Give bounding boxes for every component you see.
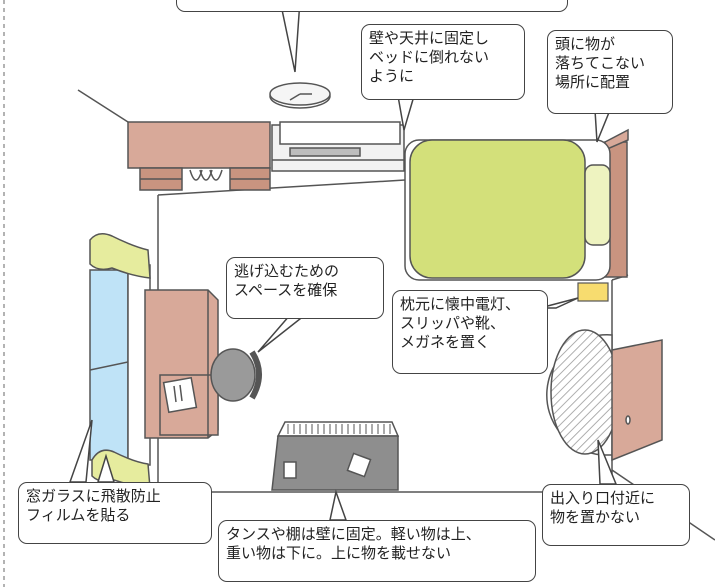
flashlight-icon xyxy=(577,282,609,302)
callout-bedside: 枕元に懐中電灯、 スリッパや靴、 メガネを置く xyxy=(392,290,548,374)
desk-paper xyxy=(162,376,198,414)
pillow xyxy=(584,164,611,246)
callout-head-safe-line-1: 頭に物が xyxy=(555,35,616,53)
callout-fix-wall-line-3: ように xyxy=(369,67,415,85)
wall-shelf xyxy=(127,121,271,191)
chest-of-drawers xyxy=(271,421,400,491)
callout-fix-wall-line-1: 壁や天井に固定し xyxy=(369,29,490,47)
window xyxy=(89,233,151,489)
callout-furniture: タンスや棚は壁に固定。軽い物は上、 重い物は下に。上に物を載せない xyxy=(218,520,536,582)
callout-window-line-2: フィルムを貼る xyxy=(26,506,131,524)
callout-escape-space-line-2: スペースを確保 xyxy=(234,281,338,299)
clock-icon xyxy=(269,82,331,109)
curtain-top xyxy=(89,233,151,279)
air-conditioner xyxy=(271,121,405,172)
door xyxy=(546,329,663,462)
callout-head-safe-line-3: 場所に配置 xyxy=(555,73,631,91)
top-callout-box xyxy=(176,0,568,12)
callout-head-safe-line-2: 落ちてこない xyxy=(555,54,646,72)
callout-furniture-line-2: 重い物は下に。上に物を載せない xyxy=(226,544,452,562)
callout-exit: 出入り口付近に 物を置かない xyxy=(542,484,690,546)
window-glass xyxy=(89,269,129,461)
callout-head-safe: 頭に物が 落ちてこない 場所に配置 xyxy=(547,30,673,114)
callout-bedside-line-1: 枕元に懐中電灯、 xyxy=(400,295,521,313)
callout-escape-space: 逃げ込むための スペースを確保 xyxy=(226,257,384,319)
callout-furniture-line-1: タンスや棚は壁に固定。軽い物は上、 xyxy=(226,525,481,543)
callout-window-line-1: 窓ガラスに飛散防止 xyxy=(26,487,161,505)
callout-escape-space-line-1: 逃げ込むための xyxy=(234,262,340,280)
callout-exit-line-1: 出入り口付近に xyxy=(550,489,656,507)
desk xyxy=(144,289,219,439)
callout-fix-wall-line-2: ベッドに倒れない xyxy=(369,48,490,66)
callout-bedside-line-3: メガネを置く xyxy=(400,333,491,351)
chair xyxy=(210,348,262,402)
callout-bedside-line-2: スリッパや靴、 xyxy=(400,314,506,332)
bed xyxy=(404,128,629,281)
callout-fix-wall: 壁や天井に固定し ベッドに倒れない ように xyxy=(361,24,525,100)
callout-exit-line-2: 物を置かない xyxy=(550,508,641,526)
bed-mattress xyxy=(409,139,586,279)
callout-window: 窓ガラスに飛散防止 フィルムを貼る xyxy=(18,482,212,544)
